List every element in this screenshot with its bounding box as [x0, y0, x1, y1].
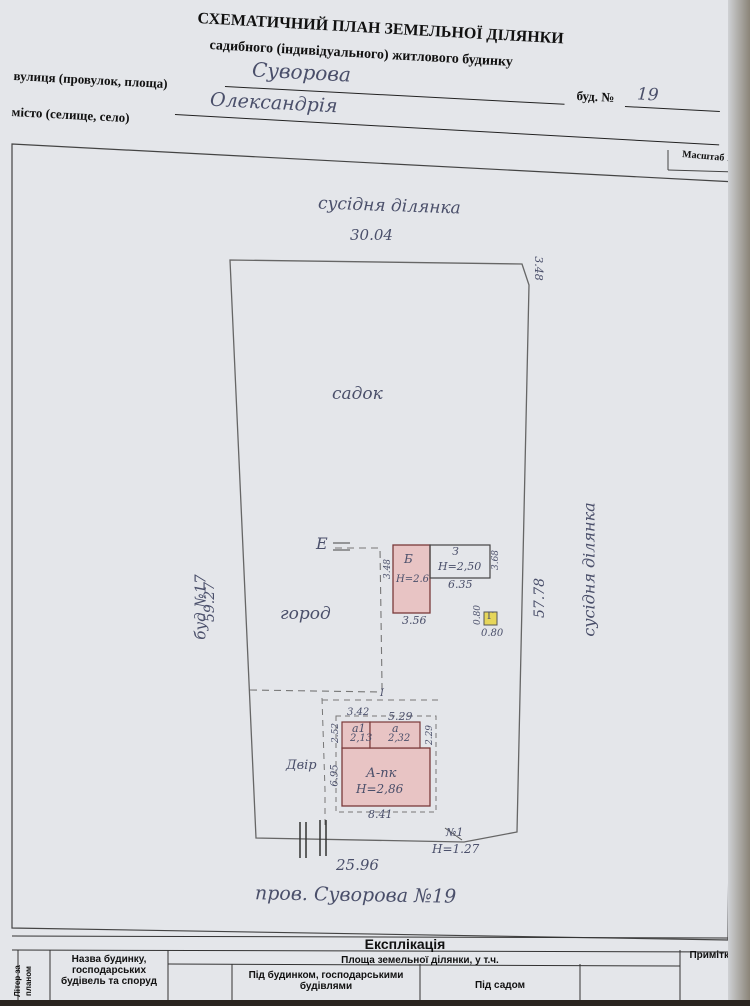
building-z	[429, 544, 491, 579]
col-area: Площа земельної ділянки, у т.ч.	[341, 955, 499, 966]
bottom-height: H=1.27	[432, 842, 480, 856]
ext-a1-height: 2,13	[350, 733, 373, 744]
col-garden: Під садом	[474, 980, 526, 991]
col-under-buildings: Під будинком, господарськими будівлями	[248, 970, 404, 992]
garden-label: садок	[332, 384, 383, 404]
building-b-letter: Б	[404, 552, 413, 566]
right-length-label: 57.78	[532, 577, 549, 619]
house-a-width: 8.41	[368, 808, 393, 821]
vegetable-plot-label: город	[280, 604, 331, 624]
ext-a-top: 5.29	[388, 710, 413, 723]
house-a-letter: А-пк	[366, 766, 397, 781]
col-note: Примітка	[689, 950, 735, 961]
yard-divider	[321, 697, 440, 828]
gate-mark: I	[380, 688, 384, 699]
top-right-dim-label: 3.48	[531, 256, 545, 281]
bottom-length-label: 25.96	[336, 856, 379, 874]
ext-a1-top: 3.42	[347, 707, 370, 718]
left-length-label: 59.27	[202, 581, 219, 623]
building-z-letter: З	[452, 545, 459, 558]
ext-side-left: 2.52	[331, 722, 342, 744]
ext-a1-letter: а1	[352, 722, 366, 735]
building-g-vert: 0.80	[473, 604, 484, 626]
building-z-vert: 3.68	[491, 549, 502, 571]
col-liter: Літер за планом	[13, 965, 33, 997]
building-g-letter: Г	[487, 611, 494, 622]
ext-a-height: 2,32	[388, 733, 411, 744]
col-name: Назва будинку, господарських будівель та…	[61, 954, 157, 987]
ext-a-letter: а	[392, 722, 399, 735]
ext-side-right: 2.29	[425, 724, 436, 746]
toilet-label: Е	[316, 534, 328, 553]
explication-table	[11, 935, 741, 1000]
building-b-side: 3.56	[402, 614, 427, 627]
house-outline	[335, 715, 437, 813]
street-bottom-label: пров. Суворова №19	[254, 882, 457, 908]
explication-title: Експлікація	[364, 936, 446, 952]
yard-label: Двір	[286, 758, 317, 773]
right-neighbor-label: сусідня ділянка	[579, 502, 599, 637]
house-a-height: H=2,86	[356, 782, 404, 796]
page-edge	[728, 0, 750, 1000]
building-b	[392, 544, 431, 614]
building-g-side: 0.80	[481, 628, 504, 639]
garden-divider	[249, 547, 383, 695]
parcel-boundary	[229, 259, 530, 843]
bottom-mark: №1	[446, 826, 464, 839]
building-b-vert: 3.48	[383, 558, 394, 580]
building-b-height: H=2.6	[396, 574, 430, 585]
house-a	[341, 747, 431, 807]
house-a-side: 6.95	[329, 764, 341, 787]
building-z-height: H=2,50	[438, 560, 482, 573]
extension-a	[369, 721, 421, 749]
top-length-label: 30.04	[350, 226, 393, 244]
building-g	[483, 611, 498, 626]
building-z-side: 6.35	[448, 578, 473, 591]
